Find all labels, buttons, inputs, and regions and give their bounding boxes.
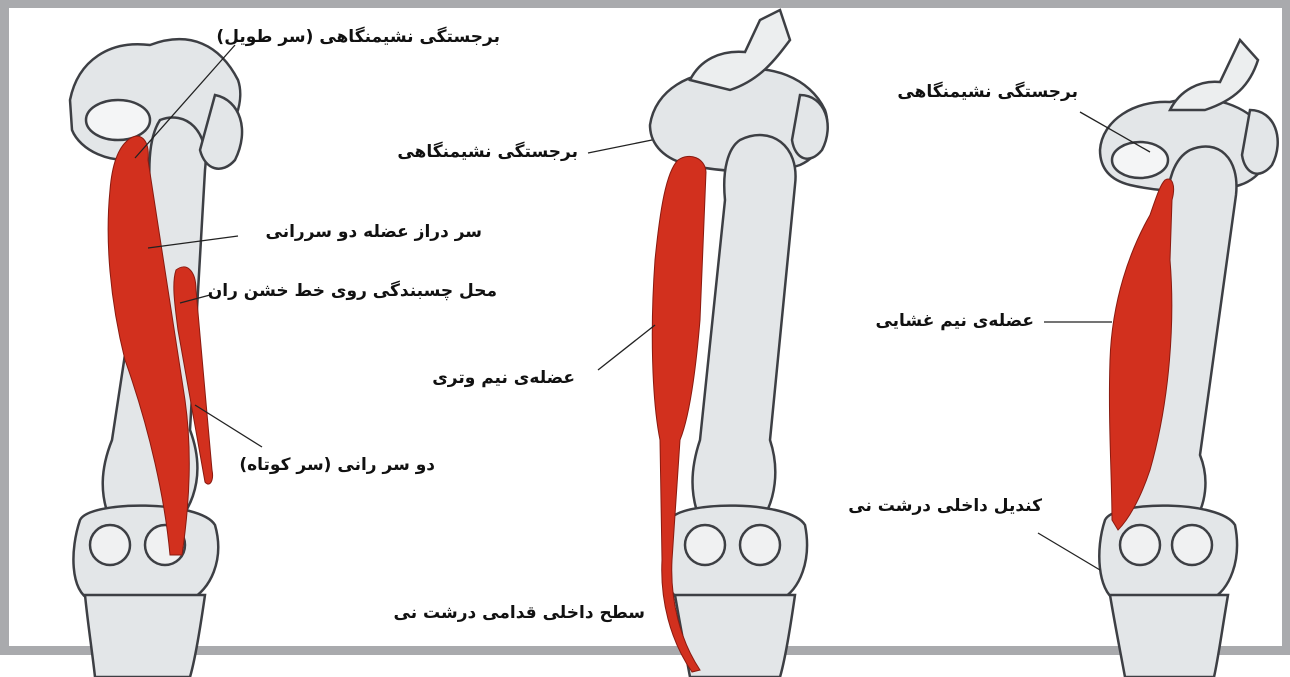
label-left-short-head: دو سر رانی (سر کوتاه) [239,455,435,475]
left-tibia [85,595,205,677]
label-middle-tibia-surface: سطح داخلی قدامی درشت نی [394,603,645,623]
label-right-semimembranosus: عضله‌ی نیم غشایی [875,311,1034,331]
middle-condyle-b [740,525,780,565]
right-condyle-b [1172,525,1212,565]
label-middle-ischial: برجستگی نشیمنگاهی [397,142,578,162]
leader-lines [135,45,1150,570]
left-ischial-tuberosity [86,100,150,140]
middle-femur [693,135,796,520]
label-left-ischial-long-head: برجستگی نشیمنگاهی (سر طویل) [216,27,500,47]
label-right-medial-condyle: کندیل داخلی درشت نی [848,496,1042,516]
label-left-linea-aspera-attachment: محل چسبندگی روی خط خشن ران [208,281,497,301]
right-tibia [1110,595,1228,677]
label-middle-semitendinosus: عضله‌ی نیم وتری [432,368,575,388]
right-condyle-a [1120,525,1160,565]
leader-middle-semitendinosus [598,325,655,370]
right-ischial-tuberosity [1112,142,1168,178]
left-condyle-a [90,525,130,565]
right-pelvis-top [1170,40,1258,110]
leader-middle-ischial [588,140,652,153]
label-right-ischial: برجستگی نشیمنگاهی [897,82,1078,102]
right-trochanter [1242,110,1278,174]
leader-right-medial-condyle [1038,533,1100,570]
middle-condyle-a [685,525,725,565]
label-left-long-head-biceps: سر دراز عضله دو سررانی [266,222,482,242]
